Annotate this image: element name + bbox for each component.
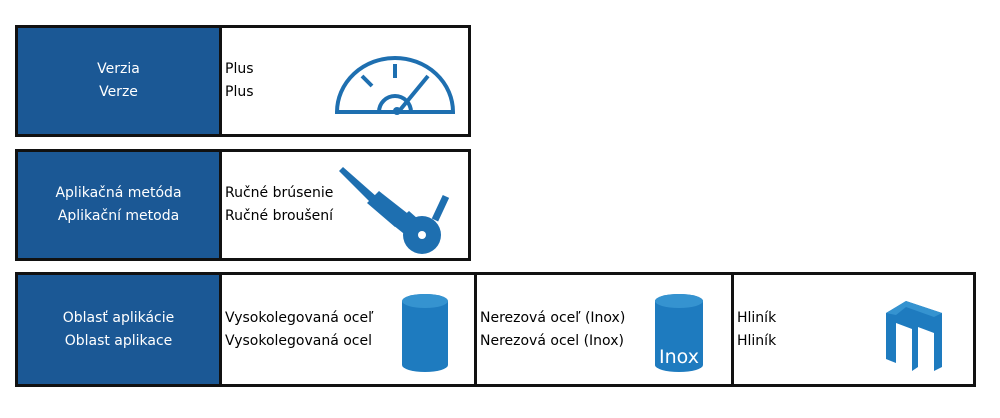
aluminium-profile-icon <box>886 301 942 371</box>
value-cz: Vysokolegovaná ocel <box>225 332 373 349</box>
label-sk: Aplikačná metóda <box>55 185 182 201</box>
value-sk: Nerezová oceľ (Inox) <box>480 309 626 326</box>
value-cz: Ručné broušení <box>225 208 334 224</box>
label-cz: Aplikační metoda <box>57 208 180 224</box>
value-cz: Hliník <box>737 332 777 349</box>
cylinder-icon <box>402 294 448 372</box>
value-sk: Ručné brúsenie <box>225 185 334 201</box>
angle-grinder-icon <box>339 167 450 254</box>
value-cz: Plus <box>225 84 254 100</box>
stainless-steel: Nerezová oceľ (Inox) Nerezová ocel (Inox)… <box>474 275 731 384</box>
cylinder-inox-icon: Inox <box>655 294 703 372</box>
label-sk: Verzia <box>97 61 140 77</box>
value-sk: Hliník <box>737 309 777 326</box>
gauge-icon <box>334 56 456 115</box>
inox-label: Inox <box>659 346 699 368</box>
label-cz: Oblast aplikace <box>64 332 173 349</box>
value-cz: Nerezová ocel (Inox) <box>480 332 624 349</box>
label-cz: Verze <box>99 84 138 100</box>
value-sk: Plus <box>225 61 254 77</box>
value-sk: Vysokolegovaná oceľ <box>225 309 374 326</box>
label-sk: Oblasť aplikácie <box>62 309 175 326</box>
